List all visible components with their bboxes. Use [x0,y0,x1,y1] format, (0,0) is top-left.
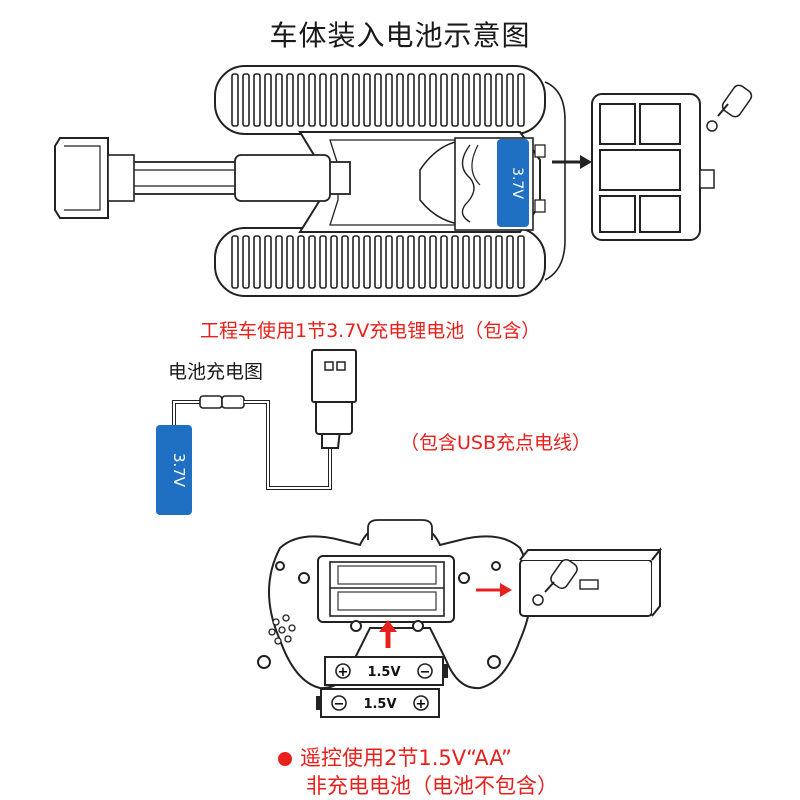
truck-battery-label: 3.7V [509,167,525,199]
tread-segment [330,73,338,127]
screwdriver-icon [706,84,753,132]
tread-segment [319,73,327,127]
tread-segment [506,235,514,289]
tread-segment [451,235,459,289]
tread-segment [506,73,514,127]
tread-segment [440,235,448,289]
usb-plug-icon [311,349,357,449]
tread-segment [385,235,393,289]
wire-connector [199,395,223,409]
speaker-holes [268,614,296,645]
truck-battery-cover [591,84,753,241]
truck-battery [497,139,529,227]
tread-segment [396,235,404,289]
tread-segment [242,73,250,127]
tread-segment [242,235,250,289]
truck-arrow [552,155,592,169]
tread-segment [473,235,481,289]
tread-segment [308,73,316,127]
tread-segment [396,73,404,127]
tread-segment [429,235,437,289]
aa-battery-bottom [316,688,440,718]
tread-segment [308,235,316,289]
remote-battery-note-line2: 非充电电池（电池不包含） [306,774,558,798]
truck-battery-caption: 工程车使用1节3.7V充电锂电池（包含） [200,320,541,342]
tread-segment [517,235,525,289]
tread-segment [374,235,382,289]
tread-segment [275,73,283,127]
bottom-track-treads [231,235,525,289]
tread-segment [231,235,239,289]
tread-segment [330,235,338,289]
remote-battery-note-line1: 遥控使用2节1.5V“AA” [278,742,512,772]
tread-segment [418,73,426,127]
aa-bottom-minus: − [334,697,345,712]
tread-segment [462,73,470,127]
tread-segment [253,73,261,127]
bucket [54,137,109,219]
minus-icon [417,663,433,679]
charging-title: 电池充电图 [168,361,264,383]
remote-controller [257,519,532,690]
tread-segment [319,235,327,289]
minus-icon [331,695,347,711]
tread-segment [407,73,415,127]
tread-segment [517,73,525,127]
tread-segment [374,73,382,127]
tread-segment [429,73,437,127]
tread-segment [495,73,503,127]
controller-arrow-up [379,620,397,648]
screwdriver-icon [532,558,578,606]
charging-battery [156,425,192,515]
tread-segment [264,73,272,127]
tread-segment [418,235,426,289]
tread-segment [297,235,305,289]
aa-bottom-label: 1.5V [363,697,396,712]
remote-battery-note-text: 遥控使用2节1.5V“AA” [300,746,512,770]
tread-segment [341,235,349,289]
plus-icon [335,663,351,679]
tread-segment [275,235,283,289]
tracked-vehicle [54,65,566,297]
tread-segment [385,73,393,127]
usb-cable-caption: （包含USB充点电线） [400,432,592,454]
tread-segment [495,235,503,289]
tread-segment [363,73,371,127]
top-track-treads [231,73,525,127]
tread-segment [286,73,294,127]
tread-segment [363,235,371,289]
aa-top-label: 1.5V [367,665,400,680]
tread-segment [253,235,261,289]
tread-segment [264,235,272,289]
page-title: 车体装入电池示意图 [269,19,531,52]
plus-icon [413,695,429,711]
aa-top-minus: − [420,665,431,680]
tread-segment [297,73,305,127]
tread-segment [286,235,294,289]
tread-segment [440,73,448,127]
charging-diagram [156,349,357,515]
tread-segment [231,73,239,127]
tread-segment [484,235,492,289]
tread-segment [352,235,360,289]
tread-segment [462,235,470,289]
tread-segment [341,73,349,127]
aa-bottom-plus: + [416,697,427,712]
bullet-dot [278,752,292,766]
aa-top-plus: + [338,665,349,680]
tread-segment [473,73,481,127]
tread-segment [451,73,459,127]
aa-battery-top [324,656,448,686]
tread-segment [407,235,415,289]
tread-segment [352,73,360,127]
controller-arrow-right [476,583,512,597]
controller-battery-cover [519,547,663,617]
tread-segment [484,73,492,127]
charging-battery-label: 3.7V [170,453,188,488]
